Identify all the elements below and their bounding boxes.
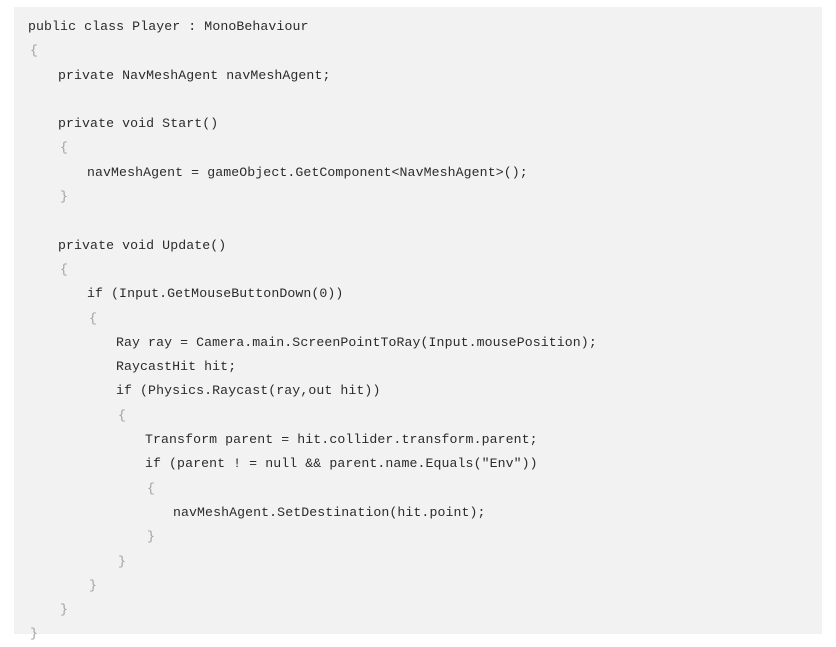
code-line: } xyxy=(14,185,822,209)
code-text: } xyxy=(60,189,69,205)
code-line: navMeshAgent.SetDestination(hit.point); xyxy=(14,501,822,525)
code-text: private void Update() xyxy=(58,237,227,253)
code-text: private NavMeshAgent navMeshAgent; xyxy=(58,67,331,83)
code-line: { xyxy=(14,39,822,63)
code-text: { xyxy=(89,310,98,326)
code-line: Ray ray = Camera.main.ScreenPointToRay(I… xyxy=(14,331,822,355)
code-text: { xyxy=(147,480,156,496)
code-text: Transform parent = hit.collider.transfor… xyxy=(145,432,538,448)
code-line: private NavMeshAgent navMeshAgent; xyxy=(14,64,822,88)
code-block: public class Player : MonoBehaviour { pr… xyxy=(14,7,822,641)
code-line xyxy=(14,88,822,112)
code-line: navMeshAgent = gameObject.GetComponent<N… xyxy=(14,161,822,185)
code-text: Ray ray = Camera.main.ScreenPointToRay(I… xyxy=(116,334,597,350)
code-text: { xyxy=(60,261,69,277)
code-line: } xyxy=(14,525,822,549)
code-text: public class Player : MonoBehaviour xyxy=(28,19,309,34)
code-line: private void Update() xyxy=(14,234,822,258)
code-line: Transform parent = hit.collider.transfor… xyxy=(14,428,822,452)
code-text: private void Start() xyxy=(58,116,219,132)
code-text: } xyxy=(147,529,156,545)
code-line: { xyxy=(14,307,822,331)
code-line: } xyxy=(14,622,822,646)
code-text: } xyxy=(89,577,98,593)
code-line: if (parent ! = null && parent.name.Equal… xyxy=(14,452,822,476)
code-text: if (Physics.Raycast(ray,out hit)) xyxy=(116,383,381,399)
code-text: { xyxy=(30,43,39,59)
code-text: } xyxy=(60,602,69,618)
code-line: { xyxy=(14,258,822,282)
code-text: RaycastHit hit; xyxy=(116,359,237,375)
code-line: if (Input.GetMouseButtonDown(0)) xyxy=(14,282,822,306)
code-text: navMeshAgent = gameObject.GetComponent<N… xyxy=(87,164,528,180)
code-text: } xyxy=(30,626,39,642)
code-line: { xyxy=(14,404,822,428)
code-text: } xyxy=(118,553,127,569)
code-text: { xyxy=(118,407,127,423)
code-text: { xyxy=(60,140,69,156)
code-line: } xyxy=(14,550,822,574)
code-line: } xyxy=(14,598,822,622)
code-line: if (Physics.Raycast(ray,out hit)) xyxy=(14,379,822,403)
code-line: public class Player : MonoBehaviour xyxy=(14,15,822,39)
code-text: navMeshAgent.SetDestination(hit.point); xyxy=(173,504,486,520)
code-line: } xyxy=(14,574,822,598)
code-text: if (Input.GetMouseButtonDown(0)) xyxy=(87,286,344,302)
code-line: private void Start() xyxy=(14,112,822,136)
code-line: RaycastHit hit; xyxy=(14,355,822,379)
code-line: { xyxy=(14,136,822,160)
code-line: { xyxy=(14,477,822,501)
code-text: if (parent ! = null && parent.name.Equal… xyxy=(145,456,538,472)
code-line xyxy=(14,209,822,233)
